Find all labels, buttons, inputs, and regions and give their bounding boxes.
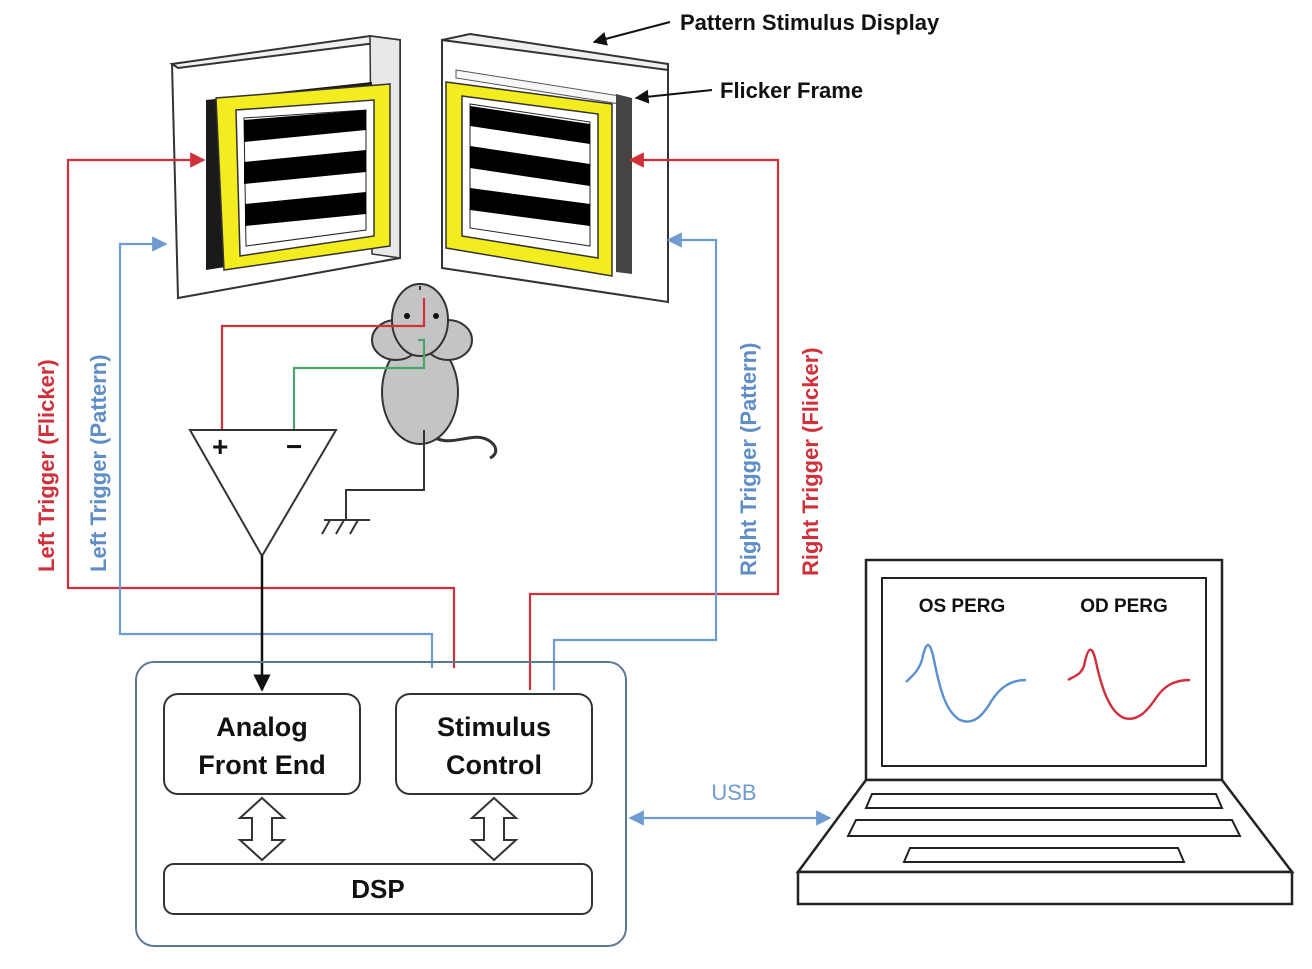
ground-electrode-wire [345, 430, 425, 520]
right-trigger-pattern-label: Right Trigger (Pattern) [736, 343, 761, 576]
mouse-subject [371, 283, 498, 460]
right-flicker-trigger-wire [528, 152, 780, 690]
pattern-display-pointer [592, 21, 671, 46]
right-pattern-trigger-wire [552, 232, 718, 690]
od-perg-trace [1067, 648, 1191, 720]
analog-front-end-line1: Analog [216, 712, 308, 742]
pattern-stimulus-display-label: Pattern Stimulus Display [680, 10, 940, 35]
analog-front-end-line2: Front End [198, 750, 325, 780]
left-pattern-trigger-wire [118, 236, 434, 668]
afe-dsp-bidirectional-arrow [237, 796, 287, 862]
od-perg-label: OD PERG [1080, 596, 1168, 617]
os-perg-label: OS PERG [919, 596, 1006, 617]
analog-front-end-block [163, 693, 361, 795]
positive-electrode-wire [220, 298, 426, 432]
laptop [795, 558, 1295, 906]
left-trigger-flicker-label: Left Trigger (Flicker) [34, 359, 59, 572]
negative-electrode-wire [292, 338, 426, 432]
amp-minus-sign: − [286, 431, 302, 462]
dsp-block [163, 863, 593, 915]
differential-amplifier [188, 429, 338, 558]
stimulus-control-line2: Control [446, 750, 542, 780]
flicker-frame-pointer [634, 89, 713, 104]
usb-label: USB [711, 780, 756, 805]
left-flicker-trigger-wire [66, 152, 456, 668]
stimulus-control-block [395, 693, 593, 795]
amp-plus-sign: + [212, 431, 228, 462]
acquisition-unit [135, 661, 627, 947]
left-trigger-pattern-label: Left Trigger (Pattern) [86, 354, 111, 572]
right-trigger-flicker-label: Right Trigger (Flicker) [798, 347, 823, 576]
stimulus-dsp-bidirectional-arrow [469, 796, 519, 862]
ground-symbol [321, 519, 370, 535]
dsp-label: DSP [351, 874, 404, 904]
flicker-frame-label: Flicker Frame [720, 78, 863, 103]
left-pattern-display [169, 34, 401, 300]
os-perg-trace [905, 643, 1027, 723]
right-pattern-display [441, 32, 669, 304]
stimulus-control-line1: Stimulus [437, 712, 551, 742]
